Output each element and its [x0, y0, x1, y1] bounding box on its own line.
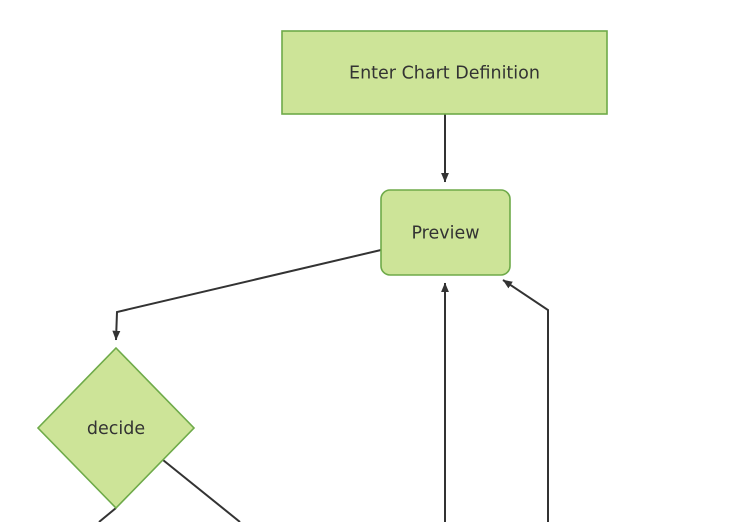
- edge-decide-to-bottom-left: [98, 507, 117, 522]
- node-enter-chart-definition[interactable]: Enter Chart Definition: [281, 30, 608, 115]
- node-decide-label: decide: [87, 419, 145, 439]
- edge-preview-to-decide: [112, 249, 382, 341]
- node-preview-label: Preview: [411, 224, 479, 244]
- node-decide-shape[interactable]: [36, 346, 196, 510]
- edge-return-right-to-preview: [502, 279, 549, 522]
- edge-decide-to-bottom-right: [162, 459, 241, 522]
- node-preview[interactable]: Preview: [380, 189, 511, 276]
- node-enter-chart-definition-shape[interactable]: [281, 30, 608, 115]
- node-decide[interactable]: decide: [36, 346, 196, 510]
- node-enter-chart-definition-label: Enter Chart Definition: [349, 64, 540, 84]
- edge-layer: [98, 114, 549, 522]
- node-preview-shape[interactable]: [380, 189, 511, 276]
